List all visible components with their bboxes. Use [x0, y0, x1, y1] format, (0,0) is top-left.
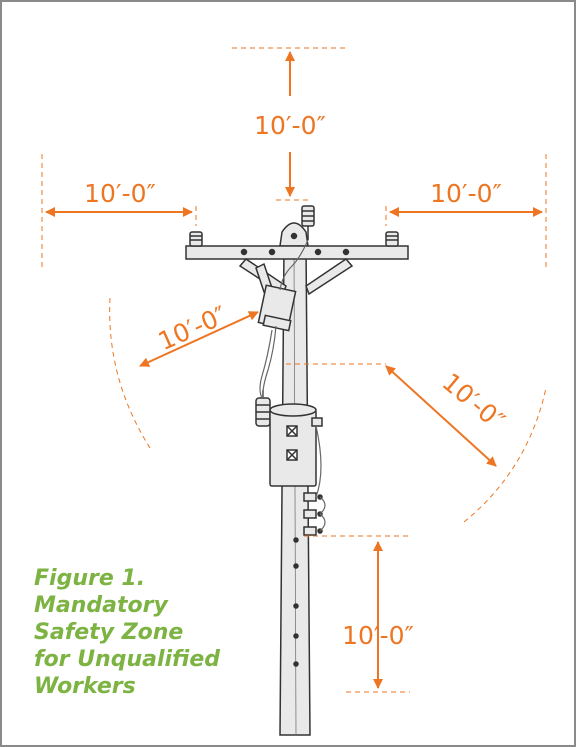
- wires: [259, 239, 326, 532]
- dimension-arrows: [45, 51, 543, 689]
- right-diagonal-label: 10′-0″: [437, 367, 511, 435]
- caption-line: Workers: [34, 674, 136, 699]
- utility-pole: [185, 205, 409, 736]
- caption-line: Safety Zone: [34, 620, 184, 645]
- secondary-bushings: [303, 492, 323, 536]
- caption-line: for Unqualified: [34, 647, 221, 672]
- caption-line: Mandatory: [34, 593, 168, 618]
- right-brace: [305, 258, 354, 296]
- right-insulator: [385, 231, 399, 247]
- left-dimension-label: 10′-0″: [84, 179, 156, 208]
- left-diagonal-label: 10′-0″: [154, 300, 231, 356]
- extension-lines: [41, 47, 547, 693]
- left-insulator: [189, 231, 203, 247]
- left-diagonal-arrow: [139, 311, 259, 367]
- transformer: [269, 403, 323, 487]
- top-dimension-label: 10′-0″: [254, 111, 326, 140]
- bottom-dimension-label: 10′-0″: [342, 621, 414, 650]
- right-diagonal-arrow: [385, 365, 497, 467]
- cutout-device: [255, 262, 297, 332]
- right-dimension-label: 10′-0″: [430, 179, 502, 208]
- top-insulator: [301, 205, 315, 240]
- figure-caption: Figure 1. Mandatory Safety Zone for Unqu…: [34, 565, 274, 700]
- crossarm: [185, 245, 409, 260]
- caption-line: Figure 1.: [34, 566, 146, 591]
